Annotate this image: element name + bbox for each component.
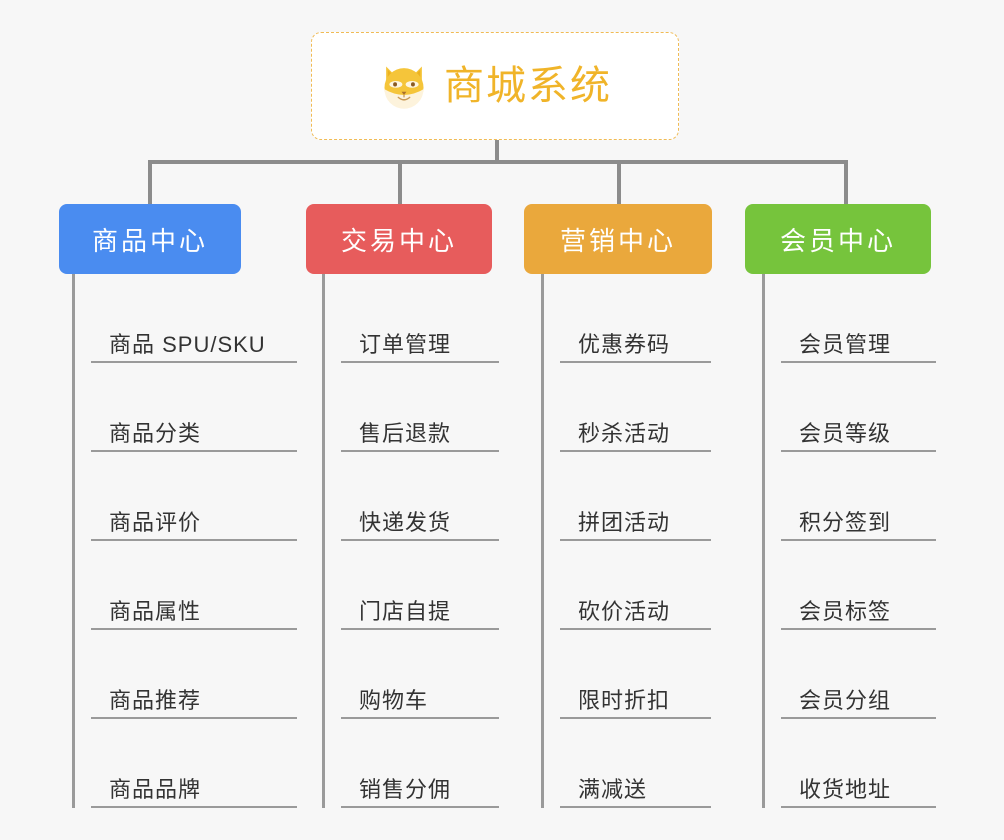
list-item-label: 商品推荐 <box>109 687 202 713</box>
root-title: 商城系统 <box>444 64 612 108</box>
list-item-label: 会员等级 <box>799 420 892 446</box>
column-marketing-center: 营销中心 优惠券码 秒杀活动 拼团活动 砍价活动 限时折扣 满减送 <box>524 204 712 808</box>
list-item-label: 会员分组 <box>799 687 892 713</box>
list-item-label: 拼团活动 <box>578 509 671 535</box>
list-item[interactable]: 满减送 <box>560 719 711 808</box>
column-body-member-center: 会员管理 会员等级 积分签到 会员标签 会员分组 收货地址 <box>762 274 936 808</box>
column-member-center: 会员中心 会员管理 会员等级 积分签到 会员标签 会员分组 收货地址 <box>745 204 936 808</box>
root-node[interactable]: 商城系统 <box>311 32 679 140</box>
connector-bus <box>148 160 848 164</box>
list-item[interactable]: 商品属性 <box>91 541 297 630</box>
list-item[interactable]: 商品评价 <box>91 452 297 541</box>
list-item[interactable]: 商品品牌 <box>91 719 297 808</box>
list-item[interactable]: 门店自提 <box>341 541 499 630</box>
list-item-label: 限时折扣 <box>578 687 671 713</box>
list-item[interactable]: 购物车 <box>341 630 499 719</box>
connector-drop-1 <box>398 160 402 206</box>
list-item[interactable]: 限时折扣 <box>560 630 711 719</box>
list-item-label: 销售分佣 <box>359 776 452 802</box>
dog-face-icon <box>384 66 424 109</box>
column-product-center: 商品中心 商品 SPU/SKU 商品分类 商品评价 商品属性 商品推荐 商品品牌 <box>59 204 297 808</box>
list-item[interactable]: 会员标签 <box>781 541 936 630</box>
list-item[interactable]: 砍价活动 <box>560 541 711 630</box>
list-item[interactable]: 优惠券码 <box>560 274 711 363</box>
column-header-marketing-center[interactable]: 营销中心 <box>524 204 712 274</box>
list-item-label: 快递发货 <box>359 509 452 535</box>
list-item-label: 商品 SPU/SKU <box>109 331 266 357</box>
list-item[interactable]: 订单管理 <box>341 274 499 363</box>
list-item-label: 商品品牌 <box>109 776 202 802</box>
list-item-label: 收货地址 <box>799 776 892 802</box>
list-item[interactable]: 拼团活动 <box>560 452 711 541</box>
list-item-label: 订单管理 <box>359 331 452 357</box>
list-item[interactable]: 售后退款 <box>341 363 499 452</box>
list-item-label: 会员管理 <box>799 331 892 357</box>
column-body-trade-center: 订单管理 售后退款 快递发货 门店自提 购物车 销售分佣 <box>322 274 499 808</box>
list-item-label: 满减送 <box>578 776 648 802</box>
column-header-product-center[interactable]: 商品中心 <box>59 204 241 274</box>
connector-root-stem <box>495 140 499 162</box>
list-item[interactable]: 收货地址 <box>781 719 936 808</box>
list-item[interactable]: 快递发货 <box>341 452 499 541</box>
list-item[interactable]: 会员分组 <box>781 630 936 719</box>
list-item-label: 商品分类 <box>109 420 202 446</box>
connector-drop-3 <box>844 160 848 206</box>
list-item-label: 积分签到 <box>799 509 892 535</box>
column-header-trade-center[interactable]: 交易中心 <box>306 204 492 274</box>
list-item-label: 秒杀活动 <box>578 420 671 446</box>
list-item-label: 购物车 <box>359 687 429 713</box>
list-item[interactable]: 销售分佣 <box>341 719 499 808</box>
list-item-label: 会员标签 <box>799 598 892 624</box>
column-body-marketing-center: 优惠券码 秒杀活动 拼团活动 砍价活动 限时折扣 满减送 <box>541 274 712 808</box>
list-item-label: 商品评价 <box>109 509 202 535</box>
list-item-label: 售后退款 <box>359 420 452 446</box>
list-item[interactable]: 商品分类 <box>91 363 297 452</box>
list-item[interactable]: 积分签到 <box>781 452 936 541</box>
list-item-label: 门店自提 <box>359 598 452 624</box>
list-item[interactable]: 商品 SPU/SKU <box>91 274 297 363</box>
column-header-member-center[interactable]: 会员中心 <box>745 204 931 274</box>
list-item-label: 砍价活动 <box>578 598 671 624</box>
column-body-product-center: 商品 SPU/SKU 商品分类 商品评价 商品属性 商品推荐 商品品牌 <box>72 274 297 808</box>
list-item[interactable]: 秒杀活动 <box>560 363 711 452</box>
list-item-label: 商品属性 <box>109 598 202 624</box>
connector-drop-2 <box>617 160 621 206</box>
list-item[interactable]: 会员等级 <box>781 363 936 452</box>
list-item[interactable]: 商品推荐 <box>91 630 297 719</box>
list-item-label: 优惠券码 <box>578 331 671 357</box>
list-item[interactable]: 会员管理 <box>781 274 936 363</box>
connector-drop-0 <box>148 160 152 206</box>
column-trade-center: 交易中心 订单管理 售后退款 快递发货 门店自提 购物车 销售分佣 <box>306 204 499 808</box>
